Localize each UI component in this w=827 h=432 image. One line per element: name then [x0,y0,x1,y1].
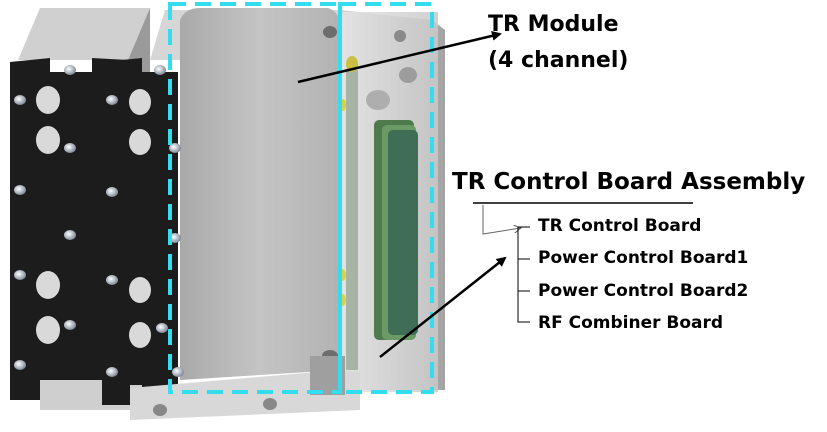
tr-module-label: TR Module [488,12,619,37]
front-mounting-plate [102,58,178,405]
assembly-arrow [379,256,507,358]
assembly-item-tr-control-board: TR Control Board [538,216,702,236]
assembly-tree-trunk [517,227,530,323]
assembly-title: TR Control Board Assembly [452,169,806,195]
tr-module-housing [180,8,340,380]
assembly-item-power-control-board1: Power Control Board1 [538,248,749,268]
tr-module-arrow [297,30,502,84]
tr-module-channel-label: (4 channel) [488,48,629,73]
control-board-highlight-box [338,2,434,394]
assembly-branch-connector [482,205,521,235]
assembly-item-power-control-board2: Power Control Board2 [538,281,749,301]
front-module [102,8,445,420]
pcb-stack [346,70,418,370]
assembly-item-rf-combiner-board: RF Combiner Board [538,313,724,333]
